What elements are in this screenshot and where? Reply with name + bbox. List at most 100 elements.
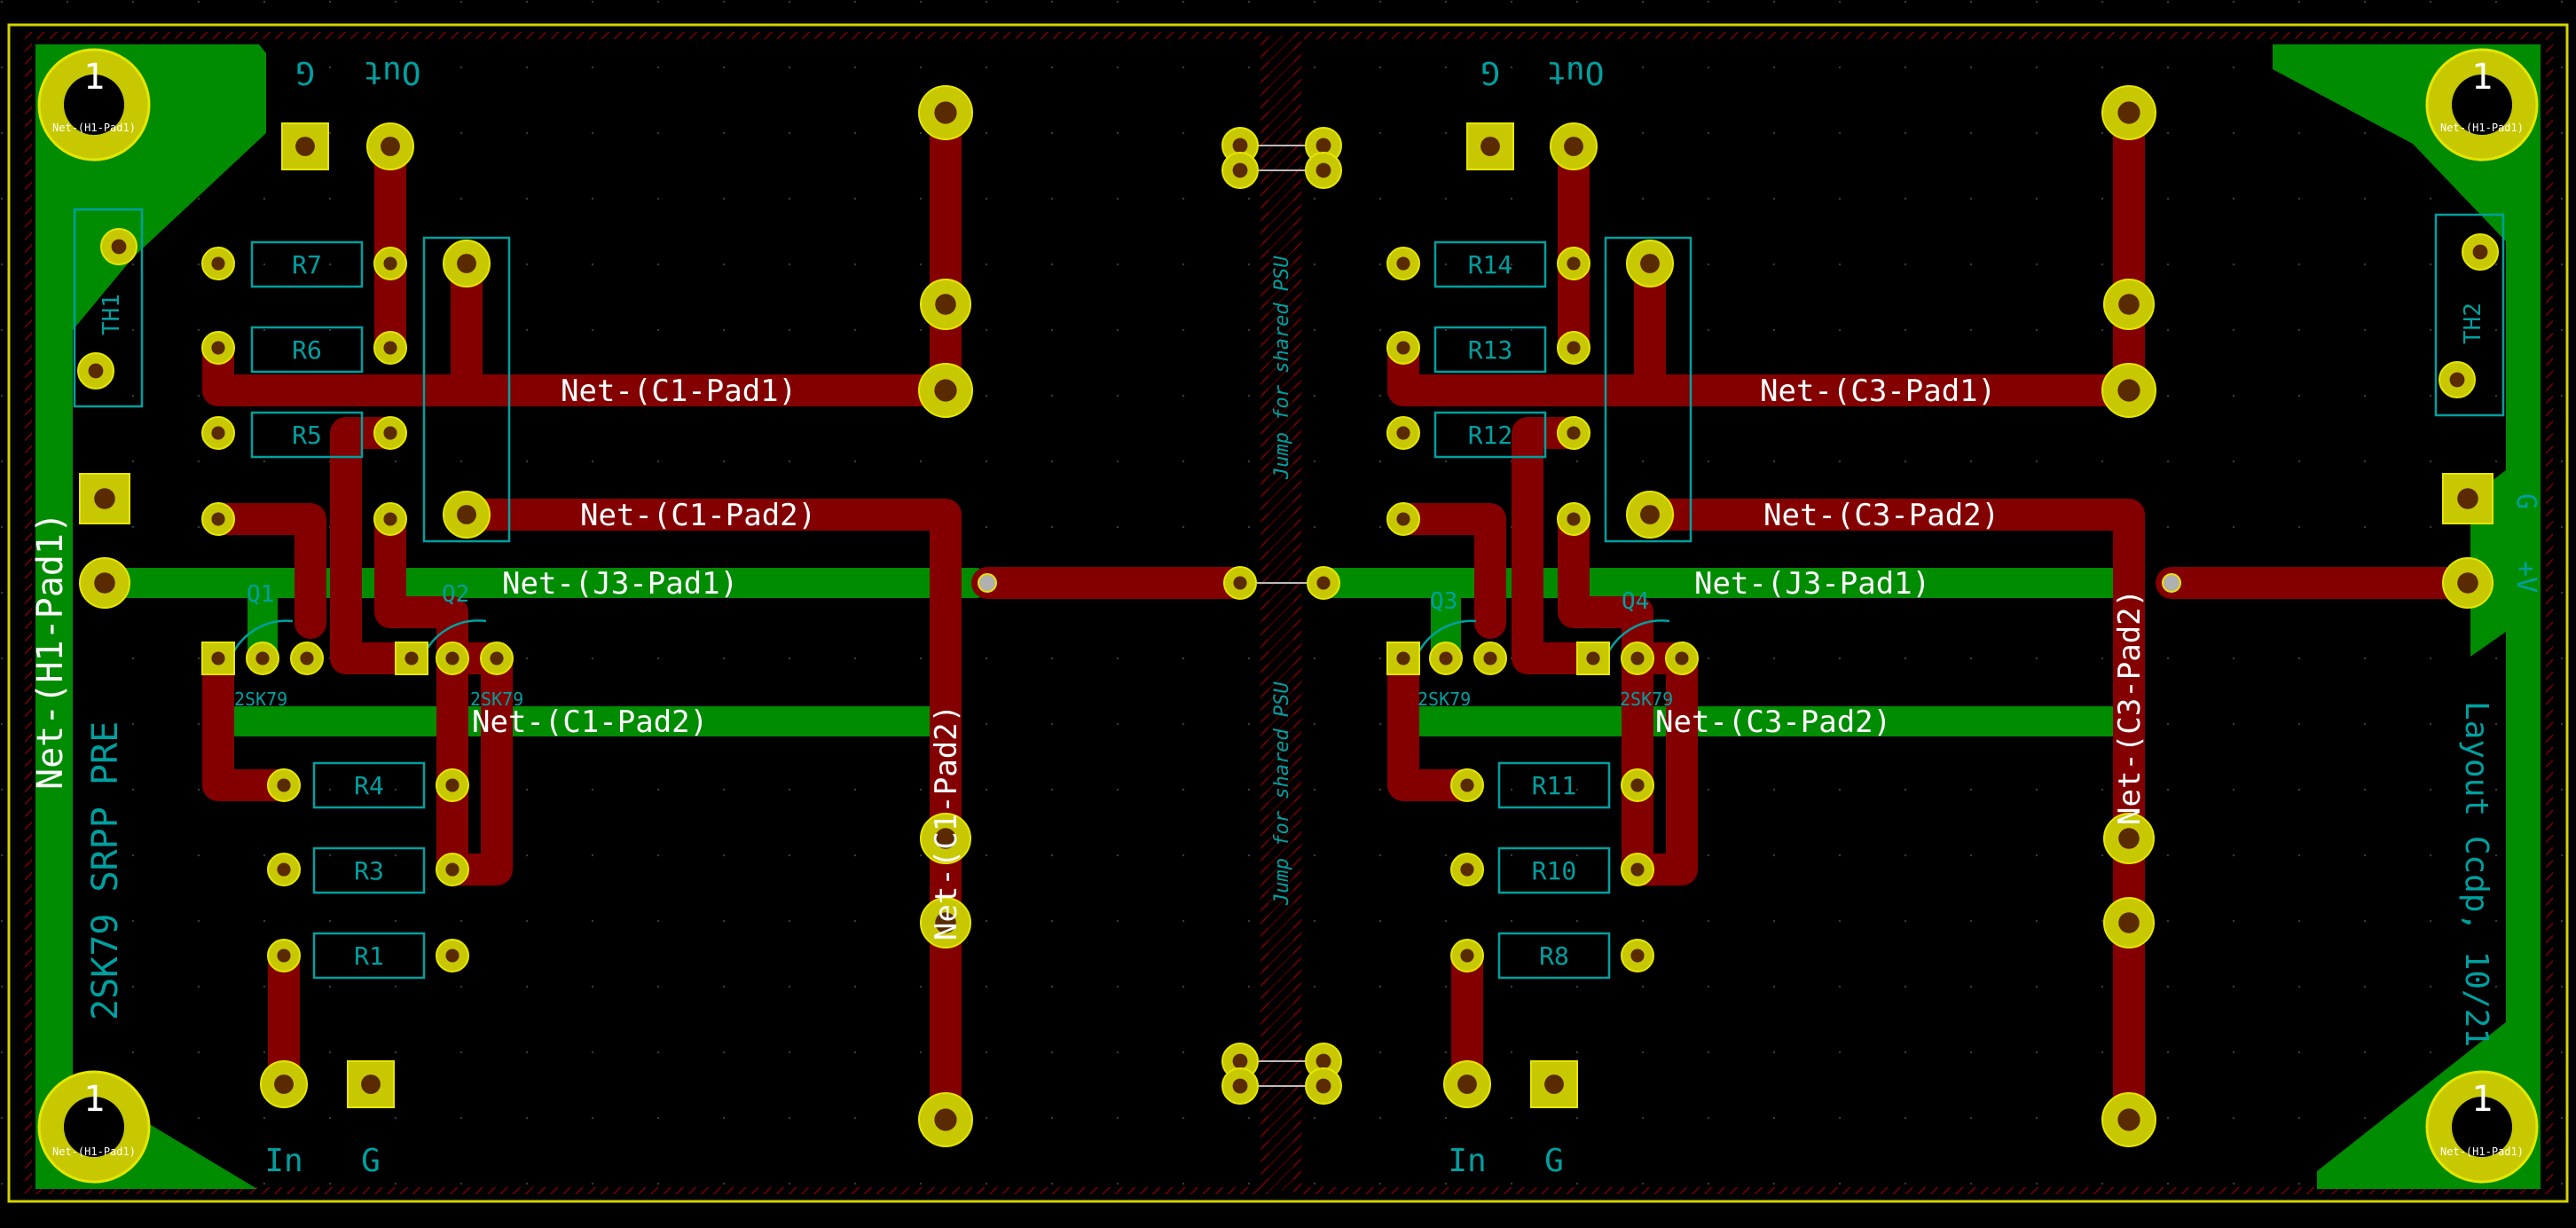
pad-jump-bl-b[interactable]: [1221, 1067, 1259, 1105]
pad-jump-mid-b[interactable]: [1307, 566, 1340, 600]
pad-q3-d[interactable]: [1386, 642, 1420, 675]
q4-label: Q4: [1622, 588, 1649, 615]
pad-c3-pad1[interactable]: [2101, 363, 2156, 418]
pad-r6-a[interactable]: [201, 331, 235, 365]
pad-r7-a[interactable]: [201, 247, 235, 280]
pad-r11-a[interactable]: [1450, 768, 1484, 802]
pad-c1-pad4[interactable]: [920, 897, 971, 949]
pad-r8-b[interactable]: [1621, 939, 1654, 972]
pad-jump-tr-b[interactable]: [1305, 152, 1342, 189]
pad-th1-b[interactable]: [77, 352, 114, 390]
pad-c4-b[interactable]: [1626, 491, 1674, 539]
pad-c4-a[interactable]: [1626, 240, 1674, 287]
jump-label-bottom: Jump for shared PSU: [1271, 681, 1293, 906]
pad-r14-a[interactable]: [1386, 247, 1420, 280]
pad-c1-pad3[interactable]: [920, 813, 971, 864]
pad-c3-pad3[interactable]: [2103, 813, 2155, 864]
pad-in-right-g[interactable]: [1530, 1060, 1578, 1108]
pad-q1-g[interactable]: [246, 642, 279, 675]
pad-out-left[interactable]: [366, 122, 414, 170]
pad-q1-s[interactable]: [290, 642, 324, 675]
via-right[interactable]: [2162, 573, 2181, 593]
pad-r4-a[interactable]: [267, 768, 301, 802]
pad-out-right-g[interactable]: [1466, 122, 1514, 170]
pad-th1-a[interactable]: [100, 228, 137, 265]
pad-in-left[interactable]: [260, 1060, 308, 1108]
pad-c1-pad1[interactable]: [918, 363, 973, 418]
pad-r3-b[interactable]: [436, 853, 469, 886]
pad-q2-g[interactable]: [436, 642, 469, 675]
pad-th2-a[interactable]: [2462, 233, 2499, 271]
mounting-hole-bottom-left[interactable]: 1 Net-(H1-Pad1): [37, 1070, 151, 1184]
pad-r10-b[interactable]: [1621, 853, 1654, 886]
pad-r13-a[interactable]: [1386, 331, 1420, 365]
q1-drain-track: [202, 503, 326, 639]
pad-r13-b[interactable]: [1557, 331, 1590, 365]
pad-r8-a[interactable]: [1450, 939, 1484, 972]
pad-out-right[interactable]: [1550, 122, 1598, 170]
pad-r-extra-b[interactable]: [373, 502, 407, 536]
pad-q2-s[interactable]: [480, 642, 514, 675]
mounting-hole-bottom-right[interactable]: 1 Net-(H1-Pad1): [2425, 1070, 2539, 1184]
pads-layer: [77, 85, 2499, 1147]
pad-jump-br-b[interactable]: [1305, 1067, 1342, 1105]
q4-type-label: 2SK79: [1620, 689, 1673, 710]
pad-psu-g[interactable]: [79, 473, 130, 524]
pad-c1-mid[interactable]: [920, 279, 971, 330]
pad-c2-a[interactable]: [443, 240, 491, 287]
mounting-hole-top-left[interactable]: 1 Net-(H1-Pad1): [37, 48, 151, 161]
pad-in-left-g[interactable]: [347, 1060, 395, 1108]
pad-r3-a[interactable]: [267, 853, 301, 886]
pad-r4-b[interactable]: [436, 768, 469, 802]
pad-r5-a[interactable]: [201, 416, 235, 450]
pad-in-right[interactable]: [1443, 1060, 1491, 1108]
pad-c3-top[interactable]: [2101, 85, 2156, 140]
r12-label: R12: [1468, 421, 1513, 450]
pad-jump-mid-a[interactable]: [1223, 566, 1257, 600]
out-left-label: Out: [363, 54, 420, 91]
net-label-c3-pad2-top: Net-(C3-Pad2): [1763, 498, 1999, 533]
pad-r1-b[interactable]: [436, 939, 469, 972]
pad-q3-g[interactable]: [1429, 642, 1463, 675]
pad-c1-bottom[interactable]: [918, 1092, 973, 1147]
pad-r12-b[interactable]: [1557, 416, 1590, 450]
pad-c3-bottom[interactable]: [2101, 1092, 2156, 1147]
pad-q3-s[interactable]: [1473, 642, 1507, 675]
via-left[interactable]: [978, 573, 997, 593]
pad-r12-a[interactable]: [1386, 416, 1420, 450]
board-layout-credit: Layout Ccdp, 10/21: [2458, 701, 2494, 1047]
r13-track: [1558, 503, 1653, 886]
pad-psu-right-v[interactable]: [2442, 557, 2494, 609]
pad-psu-v[interactable]: [79, 557, 130, 609]
pad-r10-a[interactable]: [1450, 853, 1484, 886]
pad-r-extra2-b[interactable]: [1557, 502, 1590, 536]
pad-q4-d[interactable]: [1576, 642, 1610, 675]
pad-c2-b[interactable]: [443, 491, 491, 539]
mounting-hole-top-right[interactable]: 1 Net-(H1-Pad1): [2425, 48, 2539, 161]
pad-th2-b[interactable]: [2439, 361, 2476, 398]
pad-psu-right-g[interactable]: [2442, 473, 2494, 524]
pad-q2-d[interactable]: [395, 642, 428, 675]
pad-r7-b[interactable]: [373, 247, 407, 280]
pad-r6-b[interactable]: [373, 331, 407, 365]
net-label-c3-pad2-vertical: Net-(C3-Pad2): [2112, 589, 2148, 825]
r10-label: R10: [1532, 856, 1577, 886]
pad-r5-b[interactable]: [373, 416, 407, 450]
pad-jump-tl-b[interactable]: [1221, 152, 1259, 189]
pad-r-extra-a[interactable]: [201, 502, 235, 536]
pad-q4-g[interactable]: [1621, 642, 1654, 675]
r6-body: [250, 326, 364, 374]
pad-r14-b[interactable]: [1557, 247, 1590, 280]
pad-c1-top[interactable]: [918, 85, 973, 140]
pad-q1-d[interactable]: [201, 642, 235, 675]
th1-label: TH1: [98, 294, 125, 335]
pad-r-extra2-a[interactable]: [1386, 502, 1420, 536]
pad-r1-a[interactable]: [267, 939, 301, 972]
pad-c3-pad4[interactable]: [2103, 897, 2155, 949]
hole-net: Net-(H1-Pad1): [2440, 122, 2524, 134]
pad-r11-b[interactable]: [1621, 768, 1654, 802]
pad-q4-s[interactable]: [1665, 642, 1699, 675]
pad-out-left-g[interactable]: [281, 122, 329, 170]
pad-c3-mid[interactable]: [2103, 279, 2155, 330]
